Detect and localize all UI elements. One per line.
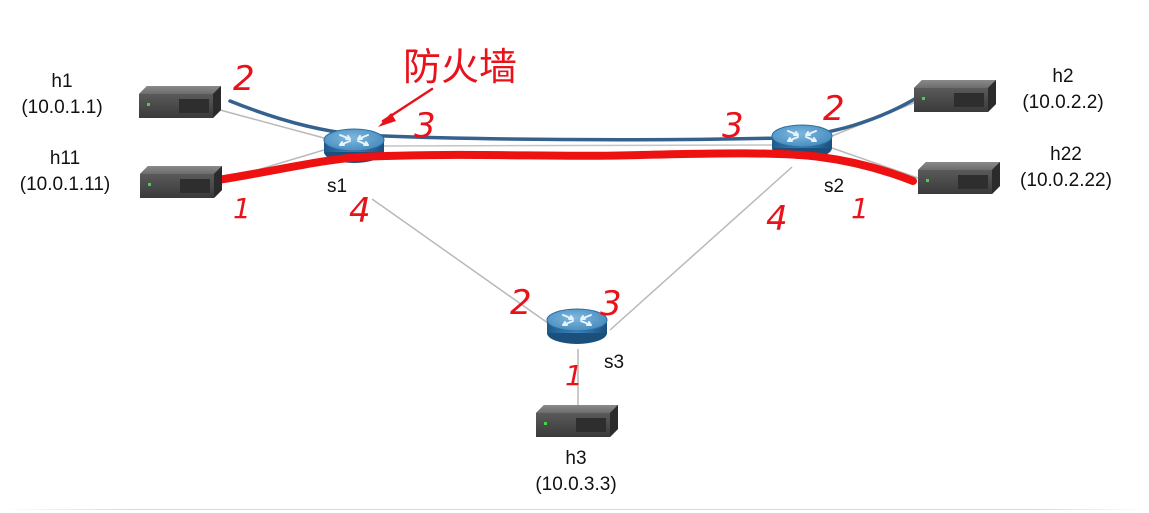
link-s1-s3 [371,198,553,327]
host-h11-name: h11 [50,148,80,169]
port-s1-h11: 1 [233,192,251,225]
link-s2-h22 [831,147,919,179]
port-s1-s2: 3 [414,106,436,146]
red-path [214,149,917,185]
switch-arrows-icon [787,130,817,142]
host-h1[interactable] [139,86,221,118]
port-s1-s3: 4 [349,191,371,231]
host-h22[interactable] [918,162,1000,194]
bottom-divider [0,509,1149,510]
host-h2-ip: (10.0.2.2) [1022,92,1103,113]
firewall-arrow-icon [378,87,434,127]
switch-s3-label: s3 [604,352,624,373]
host-h3[interactable] [536,405,618,437]
port-s2-s1: 3 [722,106,744,146]
host-h22-ip: (10.0.2.22) [1020,170,1112,191]
switch-arrows-icon [562,314,592,326]
host-h2-name: h2 [1052,66,1073,87]
host-h2[interactable] [914,80,996,112]
port-s3-s1: 2 [510,283,532,323]
blue-path [228,95,920,142]
host-h11[interactable] [140,166,222,198]
switch-arrows-icon [339,134,369,146]
port-s3-s2: 3 [600,284,622,324]
switch-s3[interactable] [546,308,608,344]
link-s1-s2 [382,144,774,147]
host-h3-ip: (10.0.3.3) [535,474,616,495]
host-h11-ip: (10.0.1.11) [20,174,110,195]
host-h3-name: h3 [565,448,586,469]
port-s3-h3: 1 [565,359,583,392]
firewall-label: 防火墙 [403,45,517,89]
port-s2-h2: 2 [823,89,845,129]
switch-s2-label: s2 [824,176,844,197]
switch-s1-label: s1 [327,176,347,197]
host-h1-name: h1 [51,71,72,92]
port-s2-h22: 1 [851,192,869,225]
port-s2-s3: 4 [766,199,788,239]
link-s2-s3 [609,166,793,331]
host-h1-ip: (10.0.1.1) [21,97,102,118]
host-h22-name: h22 [1050,144,1082,165]
port-s1-h1: 2 [233,59,255,99]
link-h1-s1 [219,109,325,139]
